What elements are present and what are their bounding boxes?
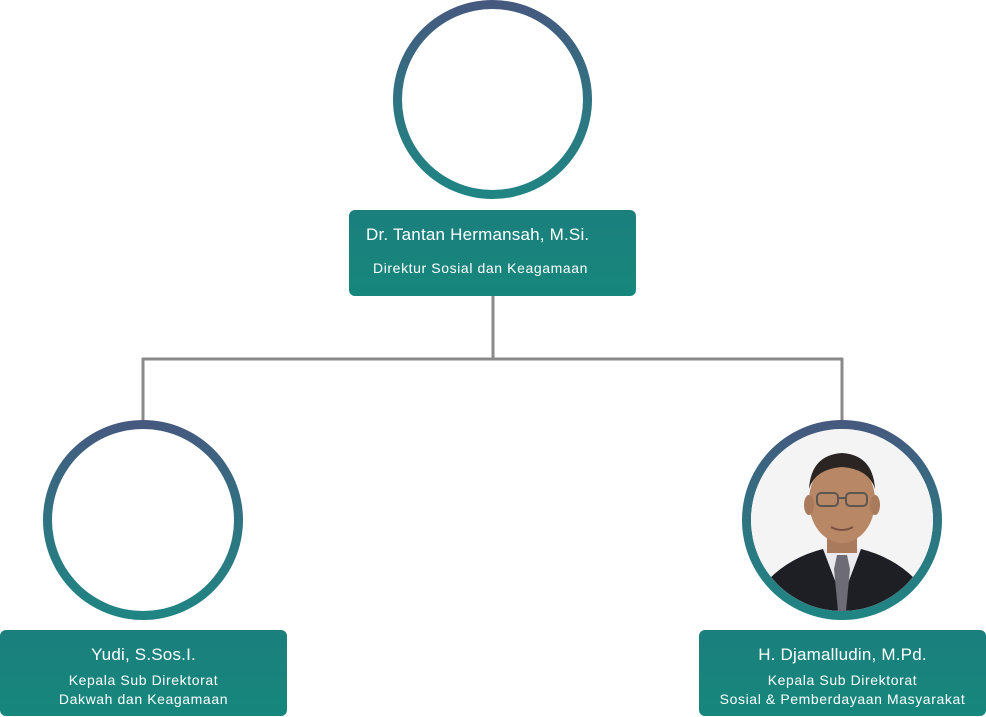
- right-card: H. Djamalludin, M.Pd. Kepala Sub Direkto…: [699, 630, 986, 716]
- right-photo-ring: [742, 420, 942, 620]
- person-portrait-icon: [751, 429, 933, 611]
- director-photo-ring: [393, 0, 592, 199]
- director-photo-placeholder: [402, 9, 583, 190]
- right-photo: [751, 429, 933, 611]
- left-card: Yudi, S.Sos.I. Kepala Sub Direktorat Dak…: [0, 630, 287, 716]
- right-name: H. Djamalludin, M.Pd.: [758, 645, 927, 664]
- left-title-line2: Dakwah dan Keagamaan: [58, 691, 229, 707]
- left-photo-placeholder: [52, 429, 234, 611]
- director-name: Dr. Tantan Hermansah, M.Si.: [366, 225, 590, 244]
- director-card: Dr. Tantan Hermansah, M.Si. Direktur Sos…: [349, 210, 636, 296]
- left-name: Yudi, S.Sos.I.: [91, 645, 196, 664]
- left-photo-ring: [43, 420, 243, 620]
- right-title-line1: Kepala Sub Direktorat: [767, 672, 918, 688]
- left-title-line1: Kepala Sub Direktorat: [68, 672, 219, 688]
- director-title: Direktur Sosial dan Keagamaan: [373, 260, 589, 276]
- right-title-line2: Sosial & Pemberdayaan Masyarakat: [719, 691, 966, 707]
